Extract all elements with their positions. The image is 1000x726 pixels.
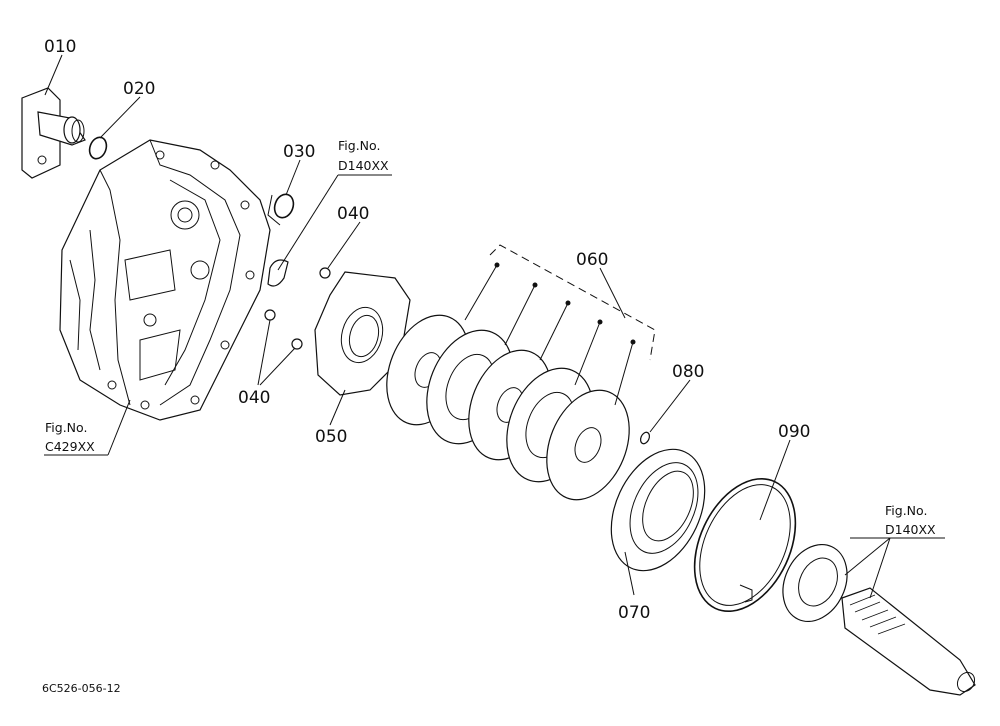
label-part-030: 030	[283, 142, 315, 162]
label-part-090: 090	[778, 422, 810, 442]
part-070-pressure-plate	[610, 448, 706, 572]
part-050-cam-plate	[314, 271, 411, 396]
part-020-o-ring	[88, 136, 108, 160]
label-part-040-top: 040	[337, 204, 369, 224]
leader-lines	[44, 54, 945, 599]
part-040-ball	[319, 267, 331, 279]
transmission-housing	[59, 139, 271, 421]
ref-snap-ring	[267, 259, 289, 287]
part-010-pin-bracket	[21, 87, 86, 179]
part-080-pin	[639, 431, 651, 445]
part-040-ball	[291, 338, 303, 350]
figure-ref-top-line1: Fig.No.	[338, 138, 380, 153]
figure-ref-right-line2: D140XX	[885, 522, 936, 537]
figure-ref-left-line2: C429XX	[45, 439, 95, 454]
figure-ref-right-line1: Fig.No.	[885, 503, 927, 518]
label-part-050: 050	[315, 427, 347, 447]
label-part-060: 060	[576, 250, 608, 270]
figure-ref-top-line2: D140XX	[338, 158, 389, 173]
part-060-clutch-plate-set	[386, 314, 630, 501]
bearing-and-shaft	[782, 543, 976, 696]
label-part-020: 020	[123, 79, 155, 99]
label-part-070: 070	[618, 603, 650, 623]
part-060-leader-lines	[464, 262, 636, 406]
label-part-040-bottom: 040	[238, 388, 270, 408]
part-060-group-bracket	[489, 244, 656, 361]
drawing-code: 6C526-056-12	[42, 682, 121, 695]
part-040-ball	[264, 309, 276, 321]
label-part-010: 010	[44, 37, 76, 57]
part-030-ring	[273, 193, 295, 219]
label-part-080: 080	[672, 362, 704, 382]
figure-ref-left-line1: Fig.No.	[45, 420, 87, 435]
